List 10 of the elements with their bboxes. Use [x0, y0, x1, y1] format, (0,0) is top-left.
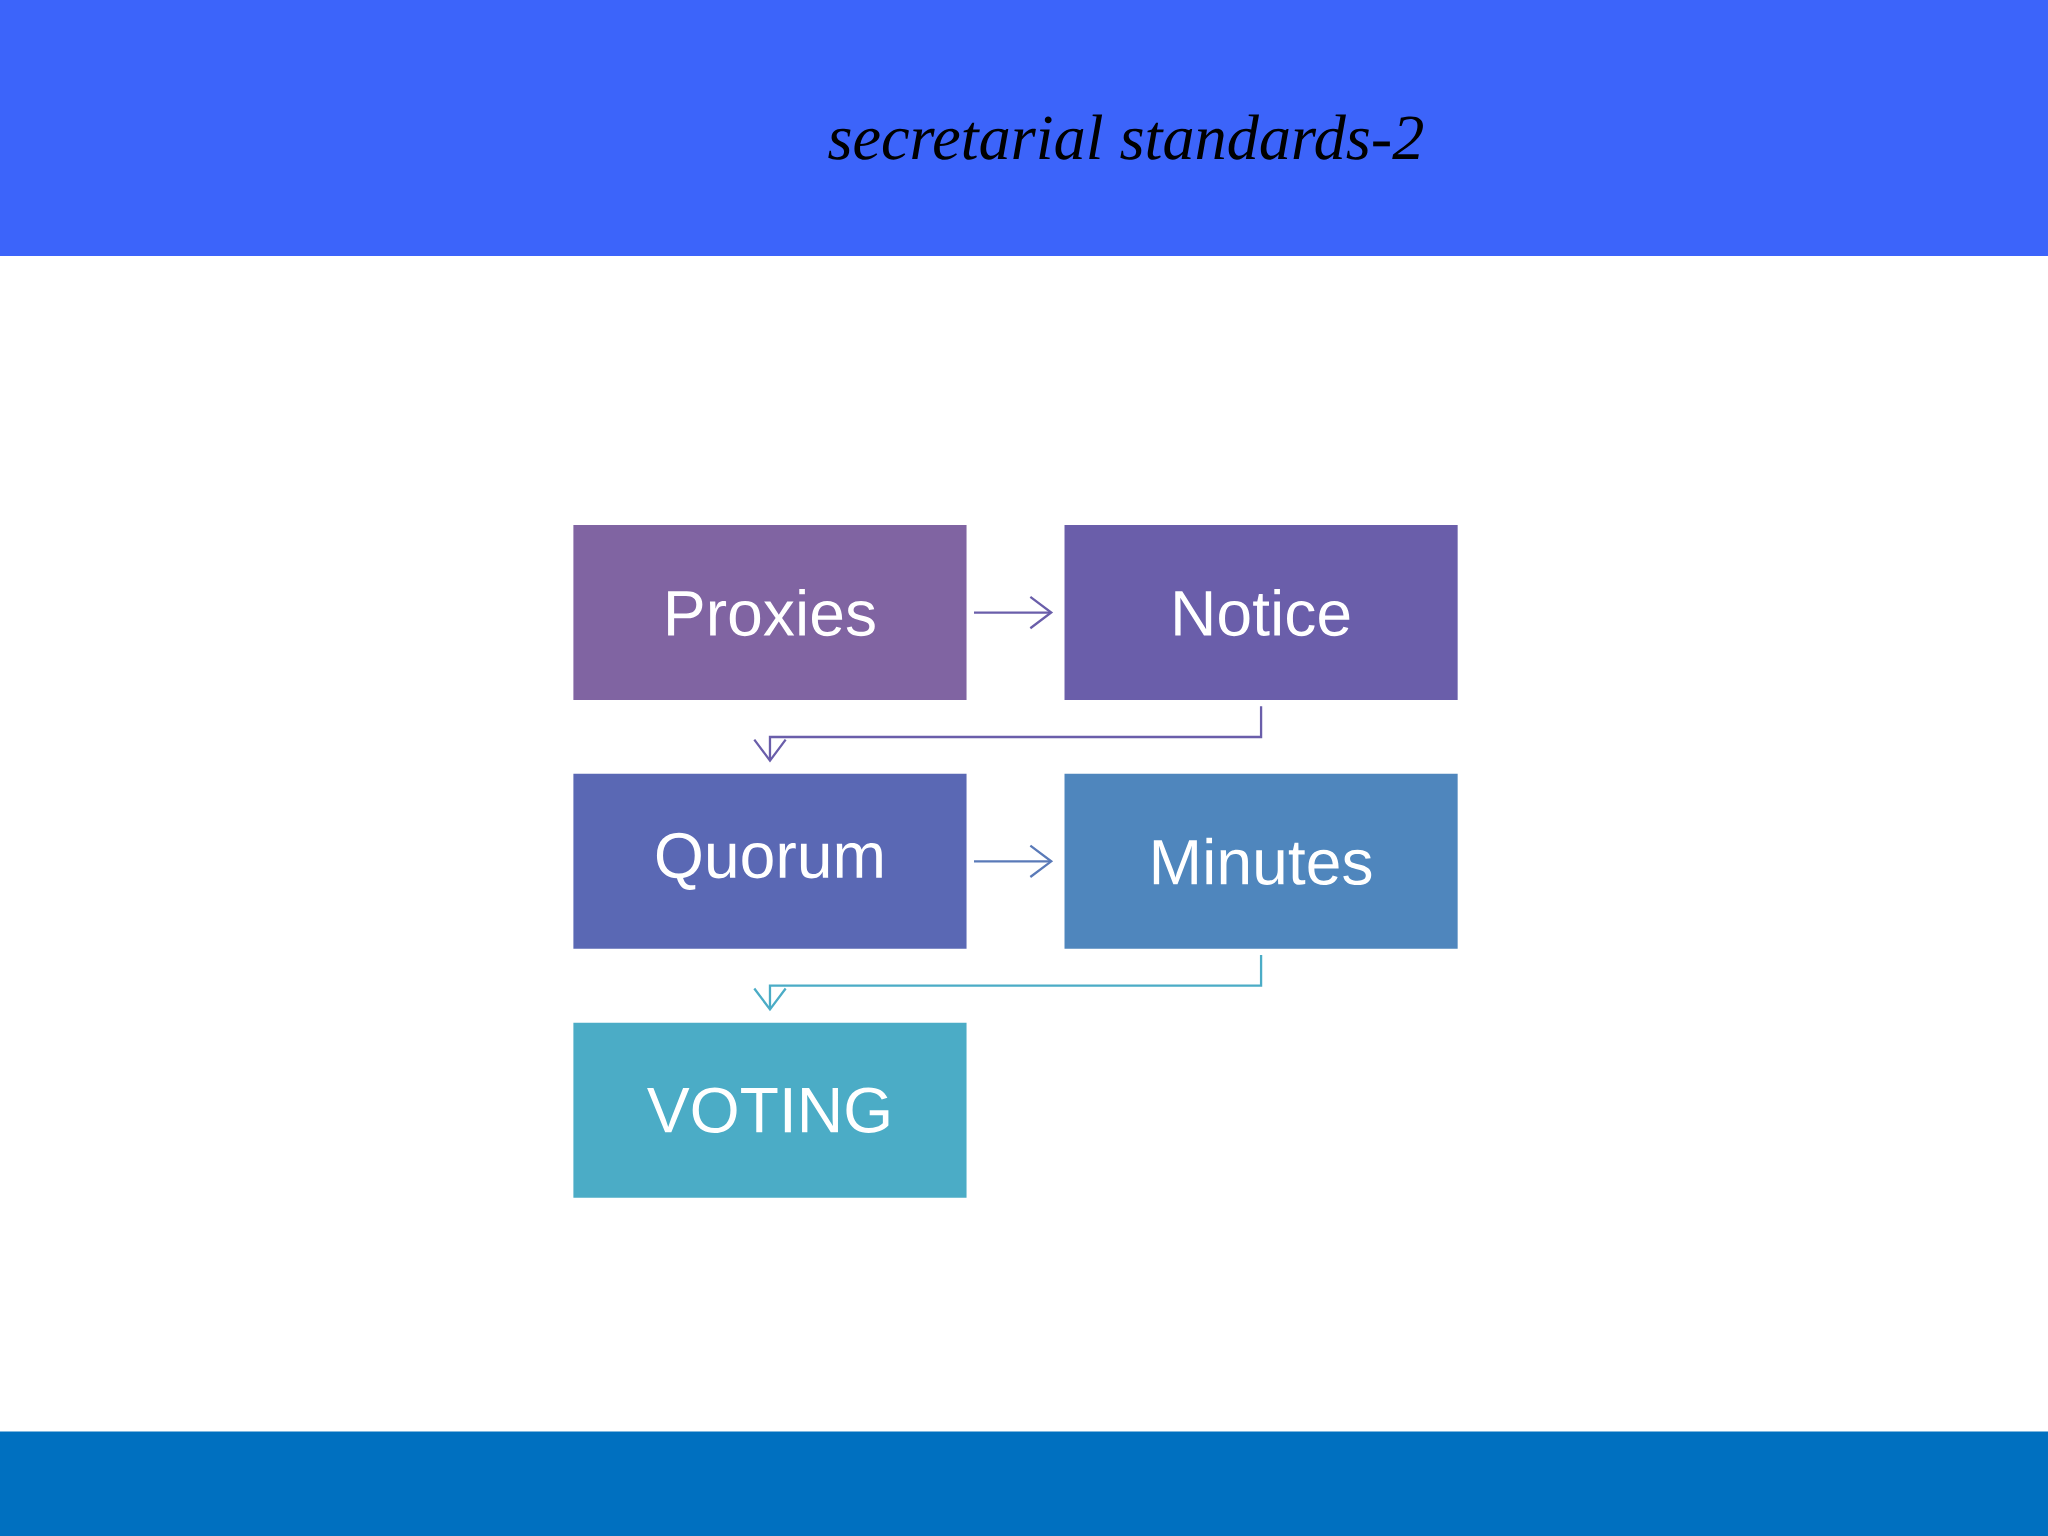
process-box: Proxies [573, 525, 967, 701]
process-box: Minutes [1064, 773, 1458, 949]
arrow [753, 706, 1263, 763]
arrow [974, 595, 1054, 630]
process-box: VOTING [573, 1022, 967, 1198]
title: secretarial standards-2 [828, 114, 1423, 160]
arrow [974, 844, 1054, 878]
arrow [753, 955, 1263, 1012]
process-box: Notice [1064, 525, 1458, 701]
process-box: Quorum [573, 773, 967, 949]
